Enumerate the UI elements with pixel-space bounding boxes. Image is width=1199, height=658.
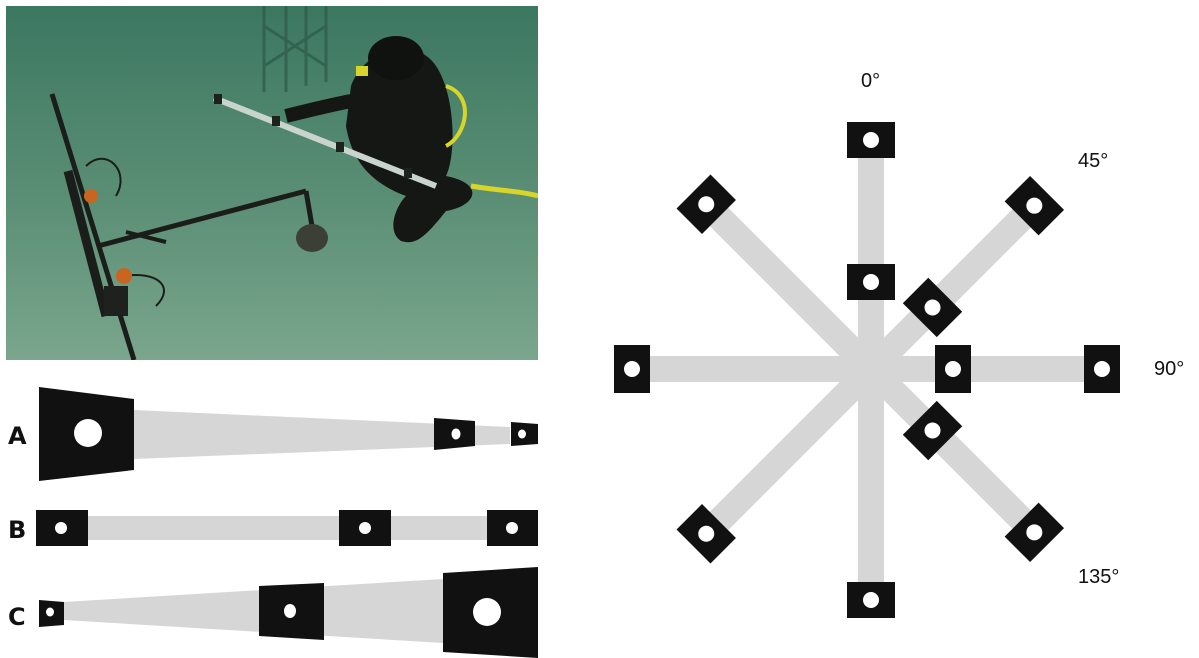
rod-sensor <box>404 168 412 178</box>
star-arm-southeast-sensor-2 <box>902 400 963 461</box>
underwater-photo <box>6 6 538 360</box>
config-a-hole-medium <box>451 428 461 440</box>
config-b-hole-right <box>506 522 518 534</box>
rod-sensor <box>214 94 222 104</box>
star-arm-southeast-sensor-hole <box>924 422 941 439</box>
star-arm-north-bar <box>858 122 884 369</box>
config-b-bar <box>88 516 488 540</box>
star-arm-south-bar <box>858 369 884 616</box>
star-arm-northeast-bar <box>861 185 1055 379</box>
star-arm-west-sensor-1 <box>614 345 650 393</box>
config-a-bar <box>134 410 510 459</box>
config-c-bar <box>64 579 443 643</box>
star-arm-south <box>858 369 884 616</box>
star-arm-west-sensor-hole <box>624 361 640 377</box>
instrument-housing <box>104 286 128 316</box>
star-arm-west-bar <box>624 356 871 382</box>
star-arm-south-sensor-1 <box>847 582 895 618</box>
angle-label-135: 135° <box>1078 566 1120 588</box>
array-configurations: A B C <box>8 387 538 658</box>
orange-float <box>116 268 132 284</box>
star-arm-southeast-sensor-hole <box>1026 524 1043 541</box>
star-arm-east-bar <box>871 356 1118 382</box>
star-arm-southwest-bar <box>687 359 881 553</box>
star-arm-east-sensor-hole <box>945 361 961 377</box>
angle-label-45: 45° <box>1078 150 1109 172</box>
background-tower <box>262 6 328 92</box>
star-arm-east-sensor-2 <box>935 345 971 393</box>
star-arm-northeast-sensor-hole <box>1026 197 1043 214</box>
instrument-foot <box>296 224 328 252</box>
star-arm-southeast <box>861 359 1055 553</box>
orange-float <box>84 189 98 203</box>
star-arm-south-sensor-hole <box>863 592 879 608</box>
star-arm-northwest-sensor-hole <box>698 196 715 213</box>
star-arm-northeast-sensor-2 <box>902 277 963 338</box>
config-c-hole-small <box>46 607 54 617</box>
rod-sensor <box>272 116 280 126</box>
star-arm-southwest-sensor-hole <box>698 525 715 542</box>
angle-label-0: 0° <box>861 70 881 92</box>
angle-label-90: 90° <box>1154 358 1185 380</box>
config-c-hole-large <box>473 598 501 626</box>
config-b-hole-middle <box>359 522 371 534</box>
star-arm-southwest <box>687 359 881 553</box>
config-c-hole-medium <box>284 604 296 618</box>
star-arm-southeast-bar <box>861 359 1055 553</box>
config-b-hole-left <box>55 522 67 534</box>
star-arm-east-sensor-1 <box>1084 345 1120 393</box>
star-arm-north-sensor-hole <box>863 274 879 290</box>
config-label-b: B <box>8 516 26 544</box>
orientation-star-diagram <box>614 122 1120 618</box>
config-a-hole-large <box>74 419 102 447</box>
star-arm-east-sensor-hole <box>1094 361 1110 377</box>
star-arm-southeast-sensor-1 <box>1004 502 1065 563</box>
config-a-hole-small <box>518 429 526 439</box>
star-arm-northeast <box>861 185 1055 379</box>
measuring-rod <box>212 95 438 189</box>
star-arm-southwest-sensor-1 <box>676 504 736 564</box>
star-arm-northwest <box>687 185 881 379</box>
star-arm-west <box>624 356 871 382</box>
star-arm-east <box>871 356 1118 382</box>
star-arm-north-sensor-2 <box>847 264 895 300</box>
diver <box>284 36 538 243</box>
star-arm-north-sensor-1 <box>847 122 895 158</box>
rod-sensor <box>336 142 344 152</box>
star-arm-northwest-sensor-1 <box>676 174 736 234</box>
star-arm-north-sensor-hole <box>863 132 879 148</box>
star-arm-north <box>858 122 884 369</box>
star-arm-northeast-sensor-hole <box>924 299 941 316</box>
config-label-a: A <box>8 422 27 450</box>
config-label-c: C <box>8 603 26 631</box>
star-arm-northwest-bar <box>687 185 881 379</box>
star-arm-northeast-sensor-1 <box>1004 175 1065 236</box>
